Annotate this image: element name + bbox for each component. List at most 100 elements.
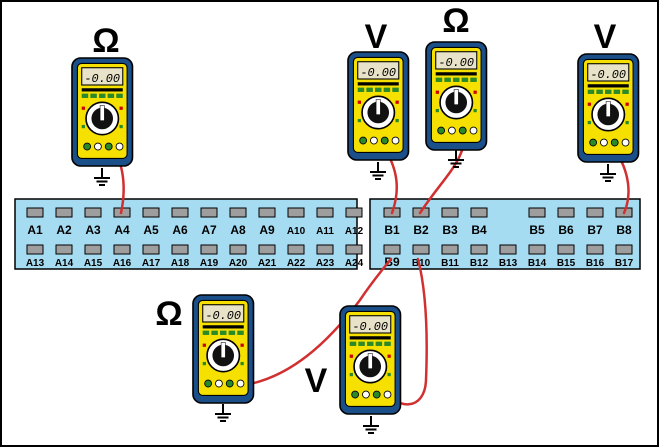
pin-label-a6: A6 [172, 223, 188, 237]
pin-a14 [55, 244, 73, 255]
pin-label-a24: A24 [345, 258, 364, 269]
pin-b17 [615, 244, 633, 255]
pin-b12 [470, 244, 488, 255]
pin-label-b4: B4 [471, 223, 487, 237]
pin-a21 [258, 244, 276, 255]
pin-label-b16: B16 [586, 258, 605, 269]
pin-label-a21: A21 [258, 258, 277, 269]
pin-b10 [412, 244, 430, 255]
volt-symbol: V [594, 18, 617, 56]
pin-b3 [441, 207, 459, 218]
pin-label-b12: B12 [470, 258, 489, 269]
pin-label-a17: A17 [142, 258, 161, 269]
pin-a23 [316, 244, 334, 255]
meter-reading: -0.00 [84, 72, 120, 86]
pin-b16 [586, 244, 604, 255]
pin-b5 [528, 207, 546, 218]
pin-b11 [441, 244, 459, 255]
pin-label-b2: B2 [413, 223, 429, 237]
pin-a22 [287, 244, 305, 255]
meter-reading: -0.00 [205, 309, 241, 323]
pin-label-b7: B7 [587, 223, 603, 237]
pin-label-a1: A1 [27, 223, 43, 237]
pin-label-b10: B10 [412, 258, 431, 269]
pin-label-b9: B9 [384, 255, 400, 269]
pin-label-a13: A13 [26, 258, 45, 269]
multimeter-1: -0.00 [71, 57, 134, 167]
pin-b13 [499, 244, 517, 255]
pin-a6 [171, 207, 189, 218]
pin-a1 [26, 207, 44, 218]
pin-a5 [142, 207, 160, 218]
pin-a3 [84, 207, 102, 218]
pin-a11 [316, 207, 334, 218]
multimeter-6: -0.00 [339, 305, 402, 415]
pin-b4 [470, 207, 488, 218]
pin-label-a8: A8 [230, 223, 246, 237]
pin-label-a19: A19 [200, 258, 219, 269]
multimeter-3: -0.00 [425, 41, 488, 151]
multimeter-5: -0.00 [192, 294, 255, 404]
pin-label-a5: A5 [143, 223, 159, 237]
pin-label-a14: A14 [55, 258, 74, 269]
pin-label-b3: B3 [442, 223, 458, 237]
pin-a24 [345, 244, 363, 255]
pin-a2 [55, 207, 73, 218]
ohm-symbol: Ω [442, 2, 469, 40]
pin-label-b5: B5 [529, 223, 545, 237]
pin-label-b6: B6 [558, 223, 574, 237]
volt-symbol: V [365, 18, 388, 56]
meter-reading: -0.00 [352, 320, 388, 334]
pin-a13 [26, 244, 44, 255]
pin-a17 [142, 244, 160, 255]
meter-reading: -0.00 [360, 66, 396, 80]
pin-label-a3: A3 [85, 223, 101, 237]
pin-label-b8: B8 [616, 223, 632, 237]
pin-a16 [113, 244, 131, 255]
pin-a8 [229, 207, 247, 218]
pin-a19 [200, 244, 218, 255]
ohm-symbol: Ω [92, 22, 119, 60]
pin-a10 [287, 207, 305, 218]
pin-a15 [84, 244, 102, 255]
pin-label-a2: A2 [56, 223, 72, 237]
pin-a12 [345, 207, 363, 218]
pin-label-a7: A7 [201, 223, 217, 237]
pin-label-a16: A16 [113, 258, 132, 269]
pin-label-a12: A12 [345, 226, 364, 237]
pin-label-b15: B15 [557, 258, 576, 269]
pin-label-a22: A22 [287, 258, 306, 269]
pin-a9 [258, 207, 276, 218]
pin-b15 [557, 244, 575, 255]
pin-label-a15: A15 [84, 258, 103, 269]
pin-b6 [557, 207, 575, 218]
multimeter-2: -0.00 [347, 51, 410, 161]
pin-label-a18: A18 [171, 258, 190, 269]
pin-label-b11: B11 [441, 258, 459, 269]
pin-label-a20: A20 [229, 258, 248, 269]
pin-label-b17: B17 [615, 258, 634, 269]
pin-label-a11: A11 [316, 226, 334, 237]
meter-reading: -0.00 [438, 56, 474, 70]
ohm-symbol: Ω [155, 295, 182, 333]
pin-label-a23: A23 [316, 258, 335, 269]
pin-label-b1: B1 [384, 223, 400, 237]
pin-a18 [171, 244, 189, 255]
pin-label-a10: A10 [287, 226, 306, 237]
meter-reading: -0.00 [590, 68, 626, 82]
pin-label-a9: A9 [259, 223, 275, 237]
pin-label-b14: B14 [528, 258, 547, 269]
multimeter-4: -0.00 [577, 53, 640, 163]
pin-label-b13: B13 [499, 258, 518, 269]
pin-b9 [383, 244, 401, 255]
pin-b7 [586, 207, 604, 218]
volt-symbol: V [305, 362, 328, 400]
pin-a7 [200, 207, 218, 218]
pin-a20 [229, 244, 247, 255]
pin-b14 [528, 244, 546, 255]
pin-label-a4: A4 [114, 223, 130, 237]
